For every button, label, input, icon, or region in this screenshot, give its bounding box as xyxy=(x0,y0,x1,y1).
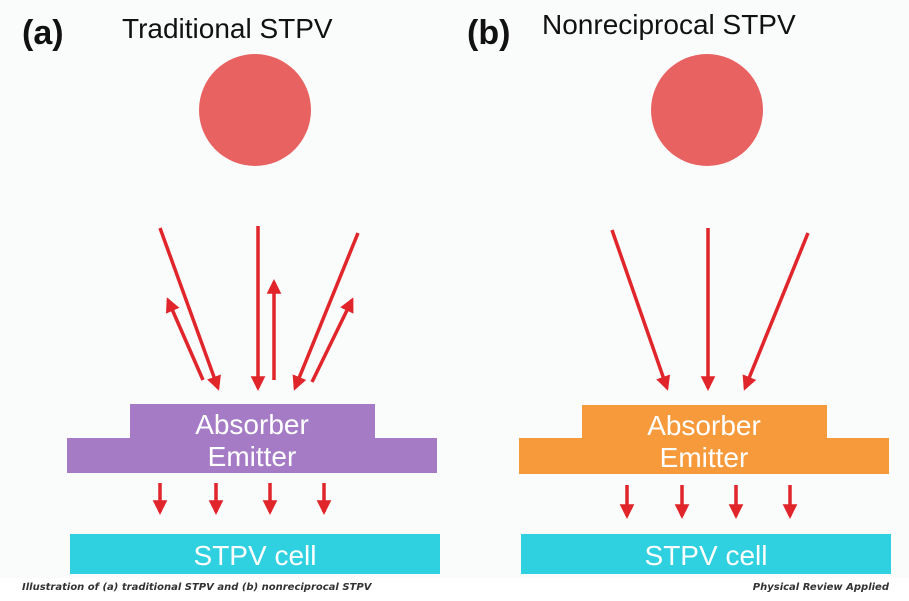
arrow-in-right-a xyxy=(292,232,360,391)
absorber-emitter-a xyxy=(67,404,437,473)
transmitted-arrows-b xyxy=(619,485,798,519)
panel-a-title: Traditional STPV xyxy=(122,13,333,44)
figure-source: Physical Review Applied xyxy=(752,582,889,593)
emitter-label-a: Emitter xyxy=(208,441,297,472)
arrow-in-right-b xyxy=(742,232,810,391)
arrow-out-right-a xyxy=(310,297,354,383)
panel-b: (b) Nonreciprocal STPV Absorber Emitter … xyxy=(467,9,891,574)
emitter-label-b: Emitter xyxy=(660,442,749,473)
incident-arrows-a xyxy=(158,226,360,391)
panel-a: (a) Traditional STPV Absorber Emitter ST… xyxy=(22,13,440,574)
absorber-label-b: Absorber xyxy=(647,410,761,441)
reemitted-arrows-a xyxy=(165,279,354,383)
stpv-cell-label-a: STPV cell xyxy=(194,540,317,571)
stpv-cell-b xyxy=(521,534,891,574)
panel-b-title: Nonreciprocal STPV xyxy=(542,9,796,40)
panel-b-letter: (b) xyxy=(467,14,510,52)
sun-b xyxy=(651,54,763,166)
absorber-label-a: Absorber xyxy=(195,409,309,440)
incident-arrows-b xyxy=(610,228,810,391)
panel-a-letter: (a) xyxy=(22,14,64,52)
stpv-cell-label-b: STPV cell xyxy=(645,540,768,571)
absorber-emitter-b xyxy=(519,405,889,474)
arrow-in-left-a xyxy=(158,227,221,391)
transmitted-arrows-a xyxy=(152,483,332,515)
stpv-diagram: (a) Traditional STPV Absorber Emitter ST… xyxy=(22,9,891,574)
stpv-cell-a xyxy=(70,534,440,574)
figure-caption: Illustration of (a) traditional STPV and… xyxy=(22,582,372,593)
arrow-in-left-b xyxy=(610,229,671,391)
sun-a xyxy=(199,54,311,166)
arrow-out-left-a xyxy=(165,297,205,381)
